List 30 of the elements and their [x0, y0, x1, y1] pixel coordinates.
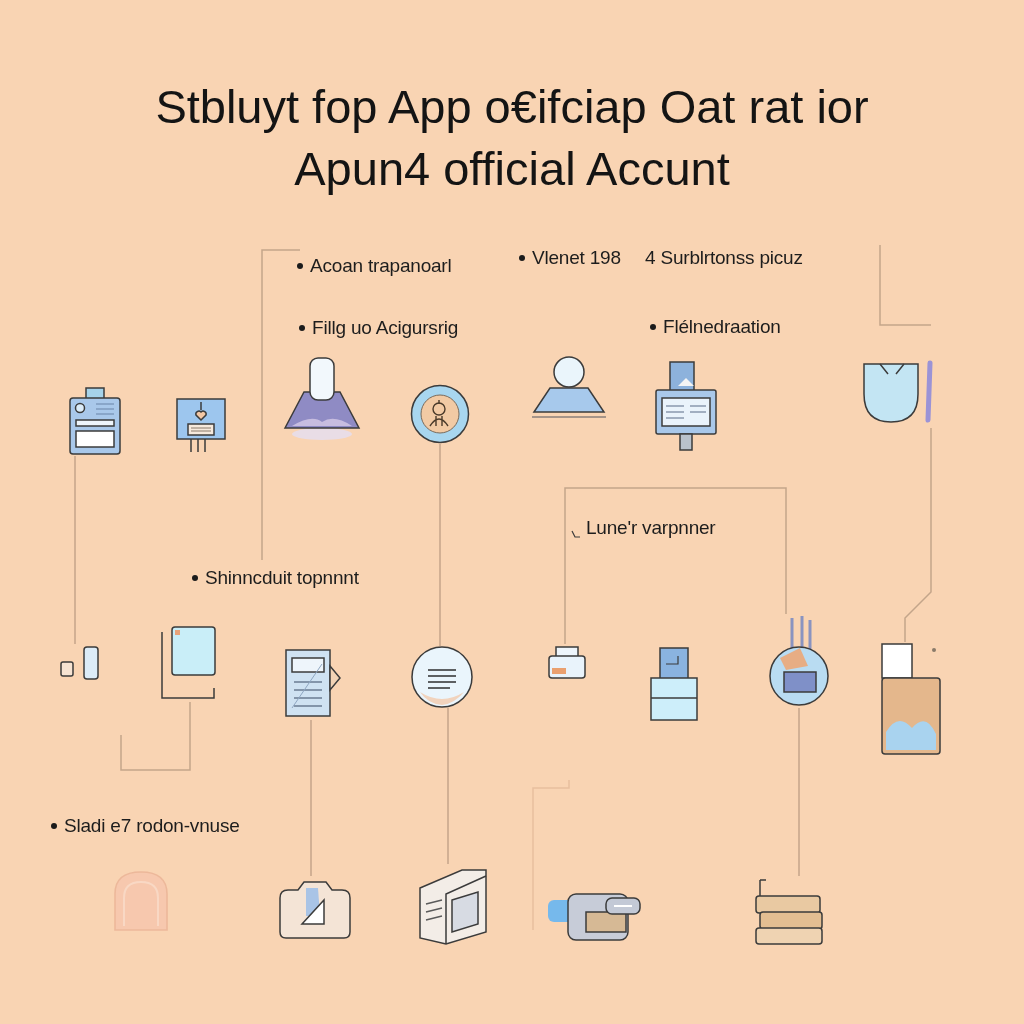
list-item-text: Sladi e7 rodon-vnuse: [64, 815, 240, 837]
photo-frame-icon: [158, 624, 218, 702]
id-card-icon: [68, 386, 122, 456]
list-item-text: Lune'r varpnner: [586, 517, 716, 539]
list-item-text: Flélnedraation: [663, 316, 781, 338]
printer-icon: [546, 644, 588, 682]
list-item-text: Fillg uo Acigursrig: [312, 317, 459, 339]
connector-line: [564, 487, 787, 645]
connector-line: [447, 707, 449, 865]
document-icon: [282, 646, 344, 720]
connector-line: [798, 707, 800, 877]
bust-icon: [282, 356, 362, 442]
list-item-text: Acoan trapanoarl: [310, 255, 452, 277]
user-icon: [530, 354, 608, 420]
list-item-text: Shinncduit topnnnt: [205, 567, 359, 589]
diagram-title: Stbluyt fop App o€ifciap Oat rat ior Apun4 official Accunt: [154, 79, 870, 197]
card-icon: [878, 642, 944, 758]
message-circle-icon: [410, 646, 474, 708]
connector-line: [310, 719, 312, 877]
connector-line: [904, 427, 932, 643]
connector-line: [439, 443, 441, 647]
storage-box-icon: [648, 646, 700, 722]
stack-icon: [752, 876, 826, 948]
connector-line: [74, 455, 76, 645]
list-item-text: Vlenet 198: [532, 247, 621, 269]
profile-circle-icon: [408, 384, 472, 444]
package-icon: [174, 396, 228, 454]
list-item-text: 4 Surblrtonss picuz: [645, 247, 803, 269]
hand-circle-icon: [766, 614, 832, 708]
monitor-icon: [654, 360, 718, 452]
